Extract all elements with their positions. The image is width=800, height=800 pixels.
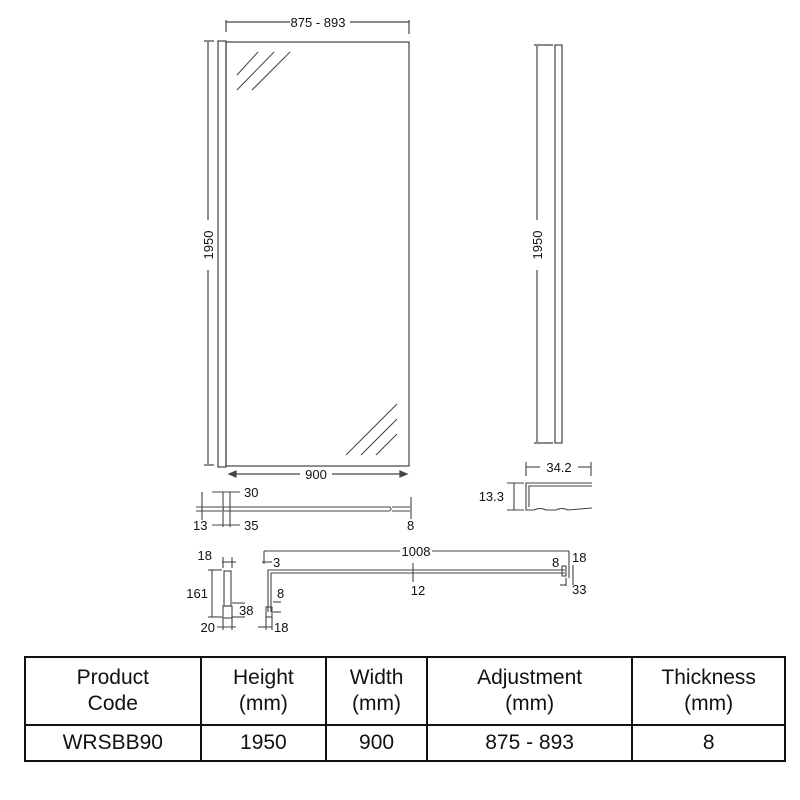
cell-width: 900 bbox=[325, 724, 428, 762]
support-bar-dim-18-right: 18 bbox=[572, 550, 586, 565]
plan-dim-35: 35 bbox=[244, 518, 258, 533]
front-bottom-dimension: 900 bbox=[305, 467, 327, 482]
plan-dim-13: 13 bbox=[193, 518, 207, 533]
support-bar-dim-8-left: 8 bbox=[277, 586, 284, 601]
front-view bbox=[204, 20, 410, 478]
plan-dim-30: 30 bbox=[244, 485, 258, 500]
support-bar-length: 1008 bbox=[402, 544, 431, 559]
header-width: Width(mm) bbox=[325, 656, 428, 726]
header-thickness: Thickness(mm) bbox=[631, 656, 786, 726]
channel-height-dimension: 13.3 bbox=[479, 489, 504, 504]
end-view-dim-20: 20 bbox=[201, 620, 215, 635]
support-bar-dim-8-right: 8 bbox=[552, 555, 559, 570]
channel-width-dimension: 34.2 bbox=[546, 460, 571, 475]
support-bar-dim-33: 33 bbox=[572, 582, 586, 597]
cell-adjustment: 875 - 893 bbox=[425, 724, 634, 762]
cell-height: 1950 bbox=[199, 724, 328, 762]
front-top-dimension: 875 - 893 bbox=[291, 15, 346, 30]
side-height-dimension: 1950 bbox=[530, 231, 545, 260]
support-bar bbox=[258, 550, 574, 630]
plan-dim-8: 8 bbox=[407, 518, 414, 533]
front-left-dimension: 1950 bbox=[201, 231, 216, 260]
support-bar-dim-12: 12 bbox=[411, 583, 425, 598]
technical-drawing: 875 - 893 1950 900 1950 30 35 13 8 bbox=[186, 15, 593, 635]
cell-product-code: WRSBB90 bbox=[24, 724, 202, 762]
header-adjustment: Adjustment(mm) bbox=[425, 656, 634, 726]
end-view-dim-38: 38 bbox=[239, 603, 253, 618]
support-bar-end-view bbox=[208, 557, 245, 630]
side-view bbox=[534, 44, 563, 444]
channel-profile bbox=[507, 462, 593, 511]
end-view-dim-18: 18 bbox=[198, 548, 212, 563]
support-bar-dim-18-left: 18 bbox=[274, 620, 288, 635]
table-row: WRSBB90 1950 900 875 - 893 8 bbox=[24, 724, 786, 762]
cell-thickness: 8 bbox=[631, 724, 786, 762]
support-bar-dim-3: 3 bbox=[273, 555, 280, 570]
header-height: Height(mm) bbox=[199, 656, 328, 726]
plan-view bbox=[196, 491, 412, 527]
end-view-dim-161: 161 bbox=[186, 586, 208, 601]
